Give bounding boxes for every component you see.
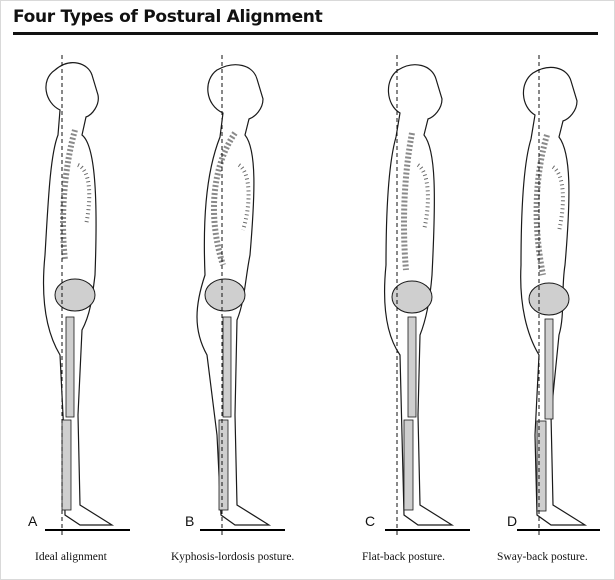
figure-letter-c: C — [365, 513, 376, 529]
figure-sway-back: D — [495, 55, 615, 550]
skeleton-illustration-a — [42, 55, 130, 535]
skeleton-illustration-c — [383, 55, 470, 535]
caption-c: Flat-back posture. — [362, 551, 446, 563]
page-title: Four Types of Postural Alignment — [13, 7, 323, 27]
caption-b: Kyphosis-lordosis posture. — [171, 551, 295, 563]
skeleton-illustration-d — [517, 55, 600, 535]
figure-kyphosis-lordosis: B — [175, 55, 315, 550]
figure-letter-b: B — [185, 513, 195, 529]
caption-d: Sway-back posture. — [497, 551, 588, 563]
caption-a: Ideal alignment — [35, 551, 107, 563]
title-rule — [13, 32, 598, 35]
figure-letter-a: A — [28, 513, 38, 529]
figure-letter-d: D — [507, 513, 518, 529]
figure-flat-back: C — [360, 55, 500, 550]
figure-ideal-alignment: A — [20, 55, 160, 550]
skeleton-illustration-b — [196, 55, 285, 535]
